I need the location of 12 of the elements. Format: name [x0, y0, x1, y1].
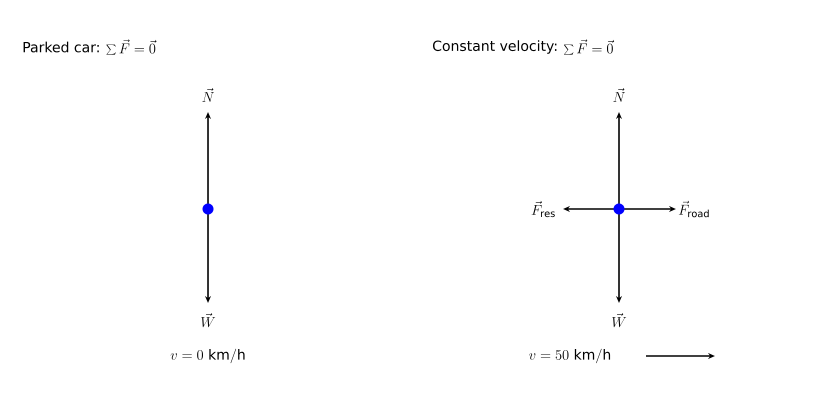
force-label: $\vec{W}$	[201, 313, 216, 328]
force-label: $\vec{F}_{\mathrm{res}}$	[532, 200, 555, 218]
force-label: $\vec{W}$	[612, 313, 626, 328]
force-label: $\vec{F}_{\mathrm{road}}$	[678, 200, 709, 218]
panel-title: Parked car:	[24, 42, 99, 52]
force-label: $\vec{N}$	[202, 88, 214, 102]
formula: $\sum\vec{F}=\vec{0}$	[564, 39, 614, 55]
formula: $\sum\vec{F}=\vec{0}$	[106, 39, 157, 55]
speed-label: $v = 50\ \mathrm{km/h}$	[529, 348, 610, 364]
force-label: $\vec{N}$	[613, 88, 625, 102]
speed-label: $v = 0\ \mathrm{km/h}$	[170, 348, 245, 364]
panel-title: Constant velocity:	[433, 40, 556, 54]
